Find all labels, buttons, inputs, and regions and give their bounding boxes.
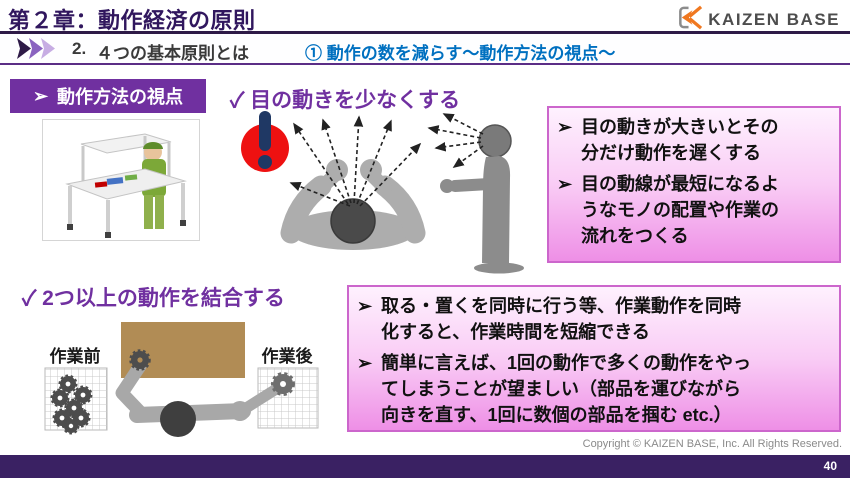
page-title: 第２章：動作経済の原則 <box>8 8 256 33</box>
bullet-text: 目の動線が最短になるよ うなモノの配置や作業の 流れをつくる <box>581 173 779 247</box>
combine-points-box: ➢ 取る・置くを同時に行う等、作業動作を同時 化すると、作業時間を短縮できる ➢… <box>347 285 841 432</box>
label-after-work: 作業後 <box>262 346 314 366</box>
subheader-title: ４つの基本原則とは <box>96 44 249 63</box>
bullet-text: 取る・置くを同時に行う等、作業動作を同時 化すると、作業時間を短縮できる <box>381 296 741 343</box>
bullet-arrow-icon: ➢ <box>357 352 373 373</box>
combine-motion-illustration: 作業前 作業後 <box>15 320 347 455</box>
gear-held <box>129 349 151 371</box>
subheader-topic: ① 動作の数を減らす～動作方法の視点～ <box>305 44 616 63</box>
copyright-text: Copyright © KAIZEN BASE, Inc. All Rights… <box>582 438 842 450</box>
warning-exclamation-icon <box>241 111 289 172</box>
header-divider <box>0 31 850 34</box>
kaizen-base-logo-text: KAIZEN BASE <box>708 10 840 29</box>
list-item: ➢ 目の動線が最短になるよ うなモノの配置や作業の 流れをつくる <box>557 171 831 250</box>
subheader-number: 2. <box>72 39 87 58</box>
eye-movement-illustration <box>233 108 540 280</box>
viewpoint-label: 動作方法の視点 <box>57 87 184 107</box>
worker-illustration <box>42 119 200 241</box>
list-item: ➢ 簡単に言えば、1回の動作で多くの動作をやっ てしまうことが望ましい（部品を運… <box>357 350 831 429</box>
bullet-arrow-icon: ➢ <box>557 117 573 137</box>
bullet-text: 簡単に言えば、1回の動作で多くの動作をやっ てしまうことが望ましい（部品を運びな… <box>381 352 752 426</box>
kaizen-base-logo: KAIZEN BASE <box>676 4 840 36</box>
viewpoint-label-box: ➢ 動作方法の視点 <box>10 79 206 113</box>
chevron-triple-icon <box>17 38 65 64</box>
bullet-arrow-icon: ➢ <box>557 173 573 194</box>
gear-after <box>271 372 295 396</box>
eye-points-box: ➢ 目の動きが大きいとその 分だけ動作を遅くする ➢ 目の動線が最短になるよ う… <box>547 106 841 263</box>
kaizen-base-logo-icon <box>676 4 703 36</box>
subheader-band: 2. ４つの基本原則とは ① 動作の数を減らす～動作方法の視点～ <box>0 34 850 63</box>
arrow-marker-icon: ➢ <box>32 85 49 106</box>
list-item: ➢ 目の動きが大きいとその 分だけ動作を遅くする <box>557 114 831 167</box>
page-number: 40 <box>823 459 837 473</box>
list-item: ➢ 取る・置くを同時に行う等、作業動作を同時 化すると、作業時間を短縮できる <box>357 293 831 346</box>
section-heading-eye: ✓ 目の動きを少なくする <box>230 89 461 112</box>
bullet-arrow-icon: ➢ <box>357 296 373 316</box>
subheader-divider <box>0 63 850 65</box>
footer-bar <box>0 455 850 478</box>
bullet-text: 目の動きが大きいとその 分だけ動作を遅くする <box>581 117 779 164</box>
label-before-work: 作業前 <box>50 346 101 366</box>
section-heading-combine: ✓ 2つ以上の動作を結合する <box>22 287 285 310</box>
gears-before <box>50 374 93 435</box>
